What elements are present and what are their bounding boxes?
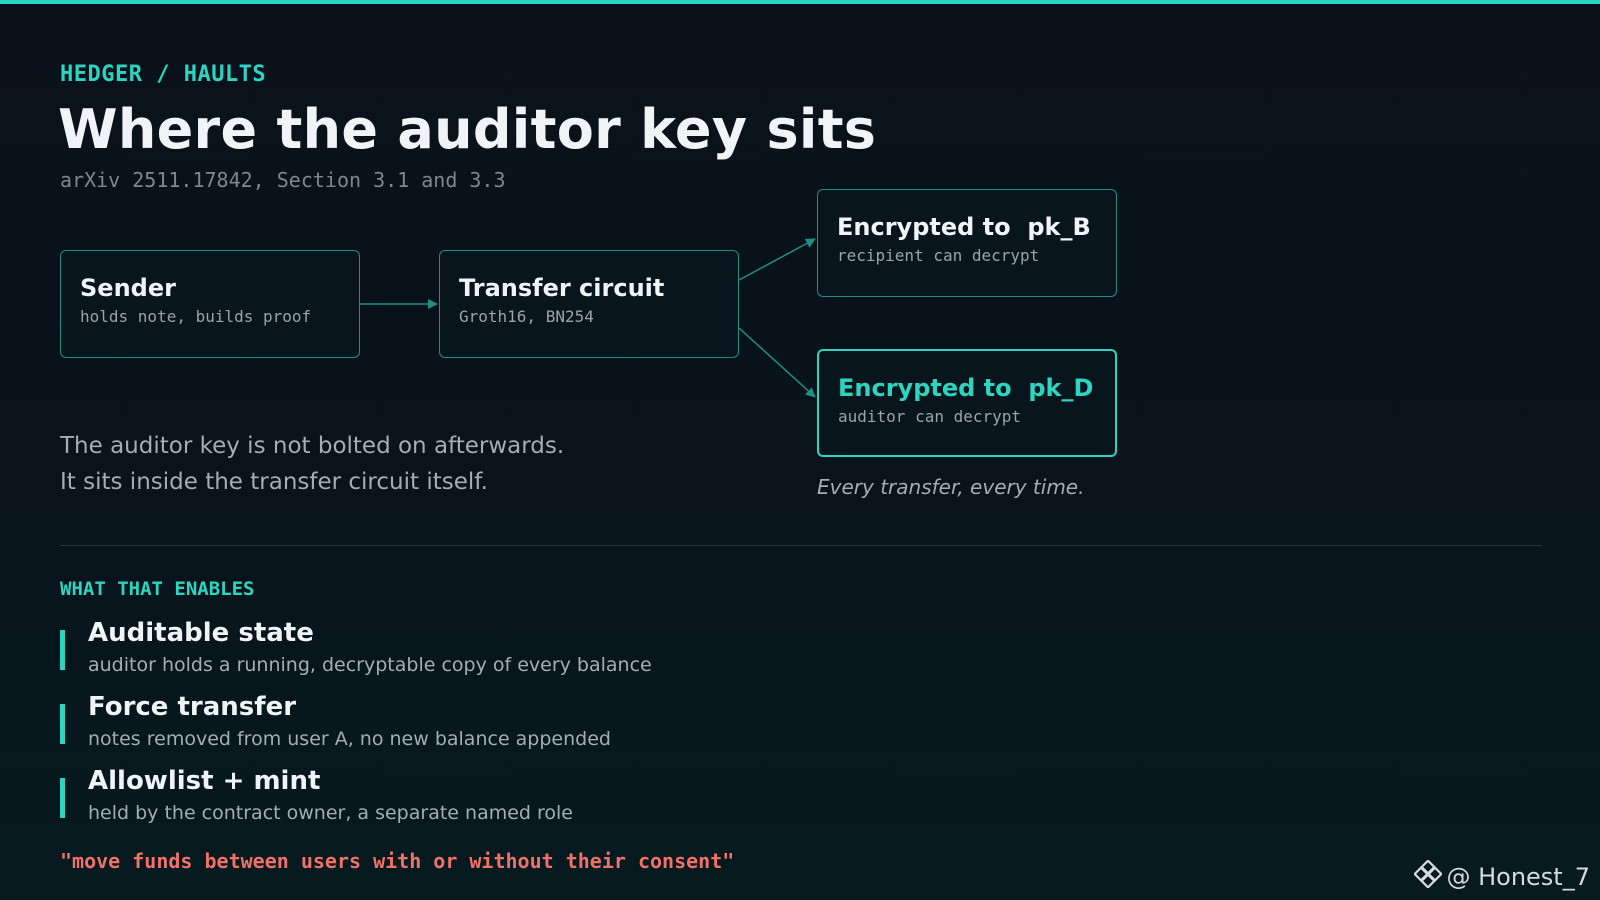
feature-title: Force transfer [88,692,297,722]
edge-circuit-to-pk-b [738,238,816,281]
page-title: Where the auditor key sits [58,98,877,161]
feature-description: held by the contract owner, a separate n… [88,802,573,824]
page-subtitle: arXiv 2511.17842, Section 3.1 and 3.3 [60,168,506,192]
explanation-line-1: The auditor key is not bolted on afterwa… [60,433,565,459]
edge-circuit-to-pk-d [738,327,816,398]
feature-accent-bar [60,778,65,818]
node-circuit-subtitle: Groth16, BN254 [459,307,594,326]
node-transfer-circuit: Transfer circuit Groth16, BN254 [439,250,739,358]
binance-logo-icon [1413,859,1444,894]
feature-description: auditor holds a running, decryptable cop… [88,654,652,676]
node-pk-b-subtitle: recipient can decrypt [837,246,1040,265]
node-encrypted-pk-d: Encrypted to pk_D auditor can decrypt [817,349,1117,457]
watermark: @ Honest_7 [1413,859,1590,894]
section-divider [60,545,1542,546]
node-encrypted-pk-b: Encrypted to pk_B recipient can decrypt [817,189,1117,297]
feature-title: Auditable state [88,618,314,648]
diagram-caption: Every transfer, every time. [817,475,1085,499]
node-pk-b-title: Encrypted to pk_B [837,213,1091,241]
node-sender: Sender holds note, builds proof [60,250,360,358]
enables-section-label: WHAT THAT ENABLES [60,578,255,600]
kicker: HEDGER / HAULTS [60,62,267,87]
feature-accent-bar [60,704,65,744]
consent-quote: "move funds between users with or withou… [60,849,735,873]
top-accent-bar [0,0,1600,4]
feature-title: Allowlist + mint [88,766,321,796]
watermark-handle: @ Honest_7 [1446,863,1590,891]
feature-accent-bar [60,630,65,670]
node-pk-d-subtitle: auditor can decrypt [838,407,1022,426]
feature-description: notes removed from user A, no new balanc… [88,728,611,750]
explanation-line-2: It sits inside the transfer circuit itse… [60,469,488,495]
node-pk-d-title: Encrypted to pk_D [838,374,1094,402]
node-sender-subtitle: holds note, builds proof [80,307,312,326]
node-sender-title: Sender [80,274,176,302]
explanation-text: The auditor key is not bolted on afterwa… [60,428,564,500]
node-circuit-title: Transfer circuit [459,274,665,302]
